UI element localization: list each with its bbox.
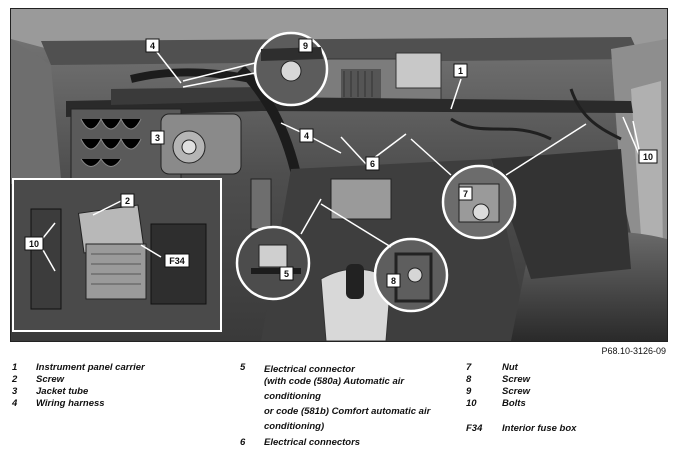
detail-circle-8 xyxy=(373,237,449,313)
legend-number: 7 xyxy=(466,362,472,373)
callout-f34: F34 xyxy=(169,256,185,266)
legend-number: F34 xyxy=(466,423,483,434)
legend-text: Screw xyxy=(36,374,64,385)
legend-text: Screw xyxy=(502,386,530,397)
callout-6: 6 xyxy=(370,159,375,169)
legend-text-line: Electrical connector xyxy=(264,364,355,375)
a-pillar-left xyxy=(11,39,61,184)
legend-text: Nut xyxy=(502,362,518,373)
detail-circle-9 xyxy=(253,31,329,107)
callout-3: 3 xyxy=(155,133,160,143)
fuse-box-inset xyxy=(12,178,222,332)
legend-item-8: 8 Screw xyxy=(466,374,646,386)
legend-item-2: 2 Screw xyxy=(12,374,212,386)
legend-text-line: Electrical connectors xyxy=(264,437,361,448)
legend-text-line: or code (581b) Comfort automatic air xyxy=(264,406,431,417)
legend-item-f34: F34 Interior fuse box xyxy=(466,423,646,435)
legend-number: 8 xyxy=(466,374,472,385)
legend-text: Wiring harness xyxy=(36,398,105,409)
legend-text-line: conditioning xyxy=(264,391,321,402)
legend-item-3: 3 Jacket tube xyxy=(12,386,212,398)
legend-text: Instrument panel carrier xyxy=(36,362,145,373)
legend-item-1: 1 Instrument panel carrier xyxy=(12,362,212,374)
legend-number: 3 xyxy=(12,386,18,397)
detail-circle-7 xyxy=(441,164,517,240)
legend-item-9: 9 Screw xyxy=(466,386,646,398)
legend-item-7: 7 Nut xyxy=(466,362,646,374)
callout-10-inset: 10 xyxy=(29,239,39,249)
callout-7: 7 xyxy=(463,189,468,199)
callout-4-top: 4 xyxy=(150,41,155,51)
legend-text-line: (with code (580a) Automatic air xyxy=(264,376,405,387)
legend-text: Screw xyxy=(502,374,530,385)
callout-2: 2 xyxy=(125,196,130,206)
legend-item-6: 6 Electrical connectors xyxy=(240,437,450,449)
detail-circle-5 xyxy=(235,225,311,301)
legend-text: Interior fuse box xyxy=(502,423,577,434)
callout-5: 5 xyxy=(284,269,289,279)
callout-4-right: 4 xyxy=(304,131,309,141)
legend-number: 9 xyxy=(466,386,472,397)
legend-text: Bolts xyxy=(502,398,526,409)
callout-10-right: 10 xyxy=(643,152,653,162)
gear-boot xyxy=(320,268,392,341)
figure-reference: P68.10-3126-09 xyxy=(601,346,666,356)
callout-9: 9 xyxy=(303,41,308,51)
legend-number: 4 xyxy=(12,398,18,409)
dashboard-photo: 1 4 3 4 6 9 7 10 5 8 2 10 F34 xyxy=(11,9,667,341)
callout-1: 1 xyxy=(458,66,463,76)
legend-item-10: 10 Bolts xyxy=(466,398,646,410)
legend-item-4: 4 Wiring harness xyxy=(12,398,212,410)
legend-number: 6 xyxy=(240,437,246,448)
legend-text: Jacket tube xyxy=(36,386,89,397)
legend-number: 1 xyxy=(12,362,18,373)
leader-lines xyxy=(38,46,642,272)
legend-number: 10 xyxy=(466,398,477,409)
legend-number: 5 xyxy=(240,362,246,373)
legend-item-5: 5 Electrical connector (with code (580a)… xyxy=(240,362,450,437)
legend-text-line: conditioning) xyxy=(264,421,325,432)
legend-number: 2 xyxy=(12,374,18,385)
callout-8: 8 xyxy=(391,276,396,286)
diagram-figure: 1 4 3 4 6 9 7 10 5 8 2 10 F34 xyxy=(10,8,668,342)
